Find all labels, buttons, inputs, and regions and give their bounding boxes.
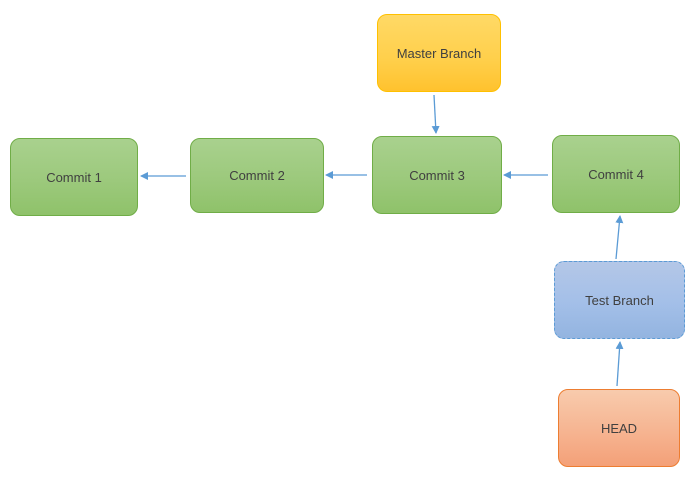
commit-2-node: Commit 2 [190, 138, 324, 213]
commit-4-label: Commit 4 [588, 166, 644, 182]
commit-4-node: Commit 4 [552, 135, 680, 213]
commit-1-label: Commit 1 [46, 169, 102, 185]
commit-1-node: Commit 1 [10, 138, 138, 216]
commit-3-label: Commit 3 [409, 167, 465, 183]
arrow-test-to-commit4 [615, 215, 624, 260]
arrow-master-to-commit3 [431, 94, 440, 134]
test-branch-label: Test Branch [585, 292, 654, 308]
master-branch-node: Master Branch [377, 14, 501, 92]
head-node: HEAD [558, 389, 680, 467]
arrow-head-to-test [615, 341, 624, 387]
commit-3-node: Commit 3 [372, 136, 502, 214]
head-label: HEAD [600, 420, 638, 436]
commit-2-label: Commit 2 [229, 168, 285, 183]
test-branch-node: Test Branch [554, 261, 685, 339]
master-branch-label: Master Branch [396, 45, 482, 61]
